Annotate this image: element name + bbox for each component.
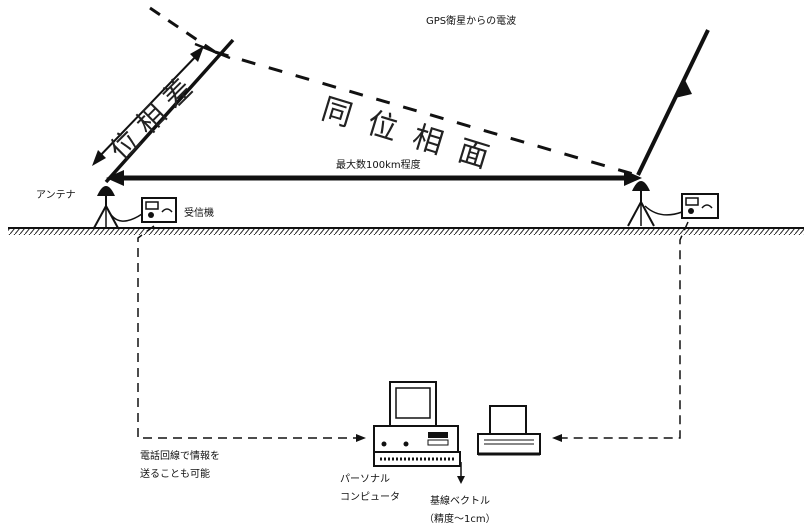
receiver-box-icon [141, 197, 177, 223]
receiver-box-icon [681, 193, 719, 219]
ground-line [8, 227, 804, 235]
data-line-right [562, 221, 689, 439]
signal-dashed-left [149, 6, 216, 54]
gps-signal-label: GPS衛星からの電波 [426, 16, 517, 27]
data-line-left [137, 225, 356, 439]
signal-ray-right [636, 29, 710, 176]
receiver-label: 受信機 [184, 208, 214, 219]
baseline-label-2: （精度～1cm） [424, 514, 496, 525]
phone-line-label-2: 送ることも可能 [140, 469, 210, 480]
same-phase-dashed-line [214, 50, 641, 178]
data-arrow-right [552, 434, 562, 442]
tripod-antenna-icon [93, 186, 119, 229]
printer-icon [477, 405, 541, 456]
phone-line-label-1: 電話回線で情報を [140, 451, 220, 462]
signal-ray-left [104, 38, 235, 184]
desktop-computer-icon [373, 381, 461, 467]
pc-label-2: コンピュータ [340, 492, 400, 503]
distance-label: 最大数100km程度 [336, 160, 421, 171]
wavefront-tick [194, 42, 231, 60]
distance-double-arrow [106, 170, 642, 186]
tripod-antenna-icon [627, 181, 655, 227]
antenna-label: アンテナ [36, 190, 76, 201]
data-arrow-left [356, 434, 366, 442]
phase-difference-arrow [92, 46, 204, 166]
antenna-cable-left [107, 209, 143, 222]
baseline-arrow [457, 462, 465, 484]
pc-label-1: パーソナル [340, 474, 390, 485]
antenna-cable-right [644, 205, 683, 216]
baseline-label-1: 基線ベクトル [430, 496, 490, 507]
